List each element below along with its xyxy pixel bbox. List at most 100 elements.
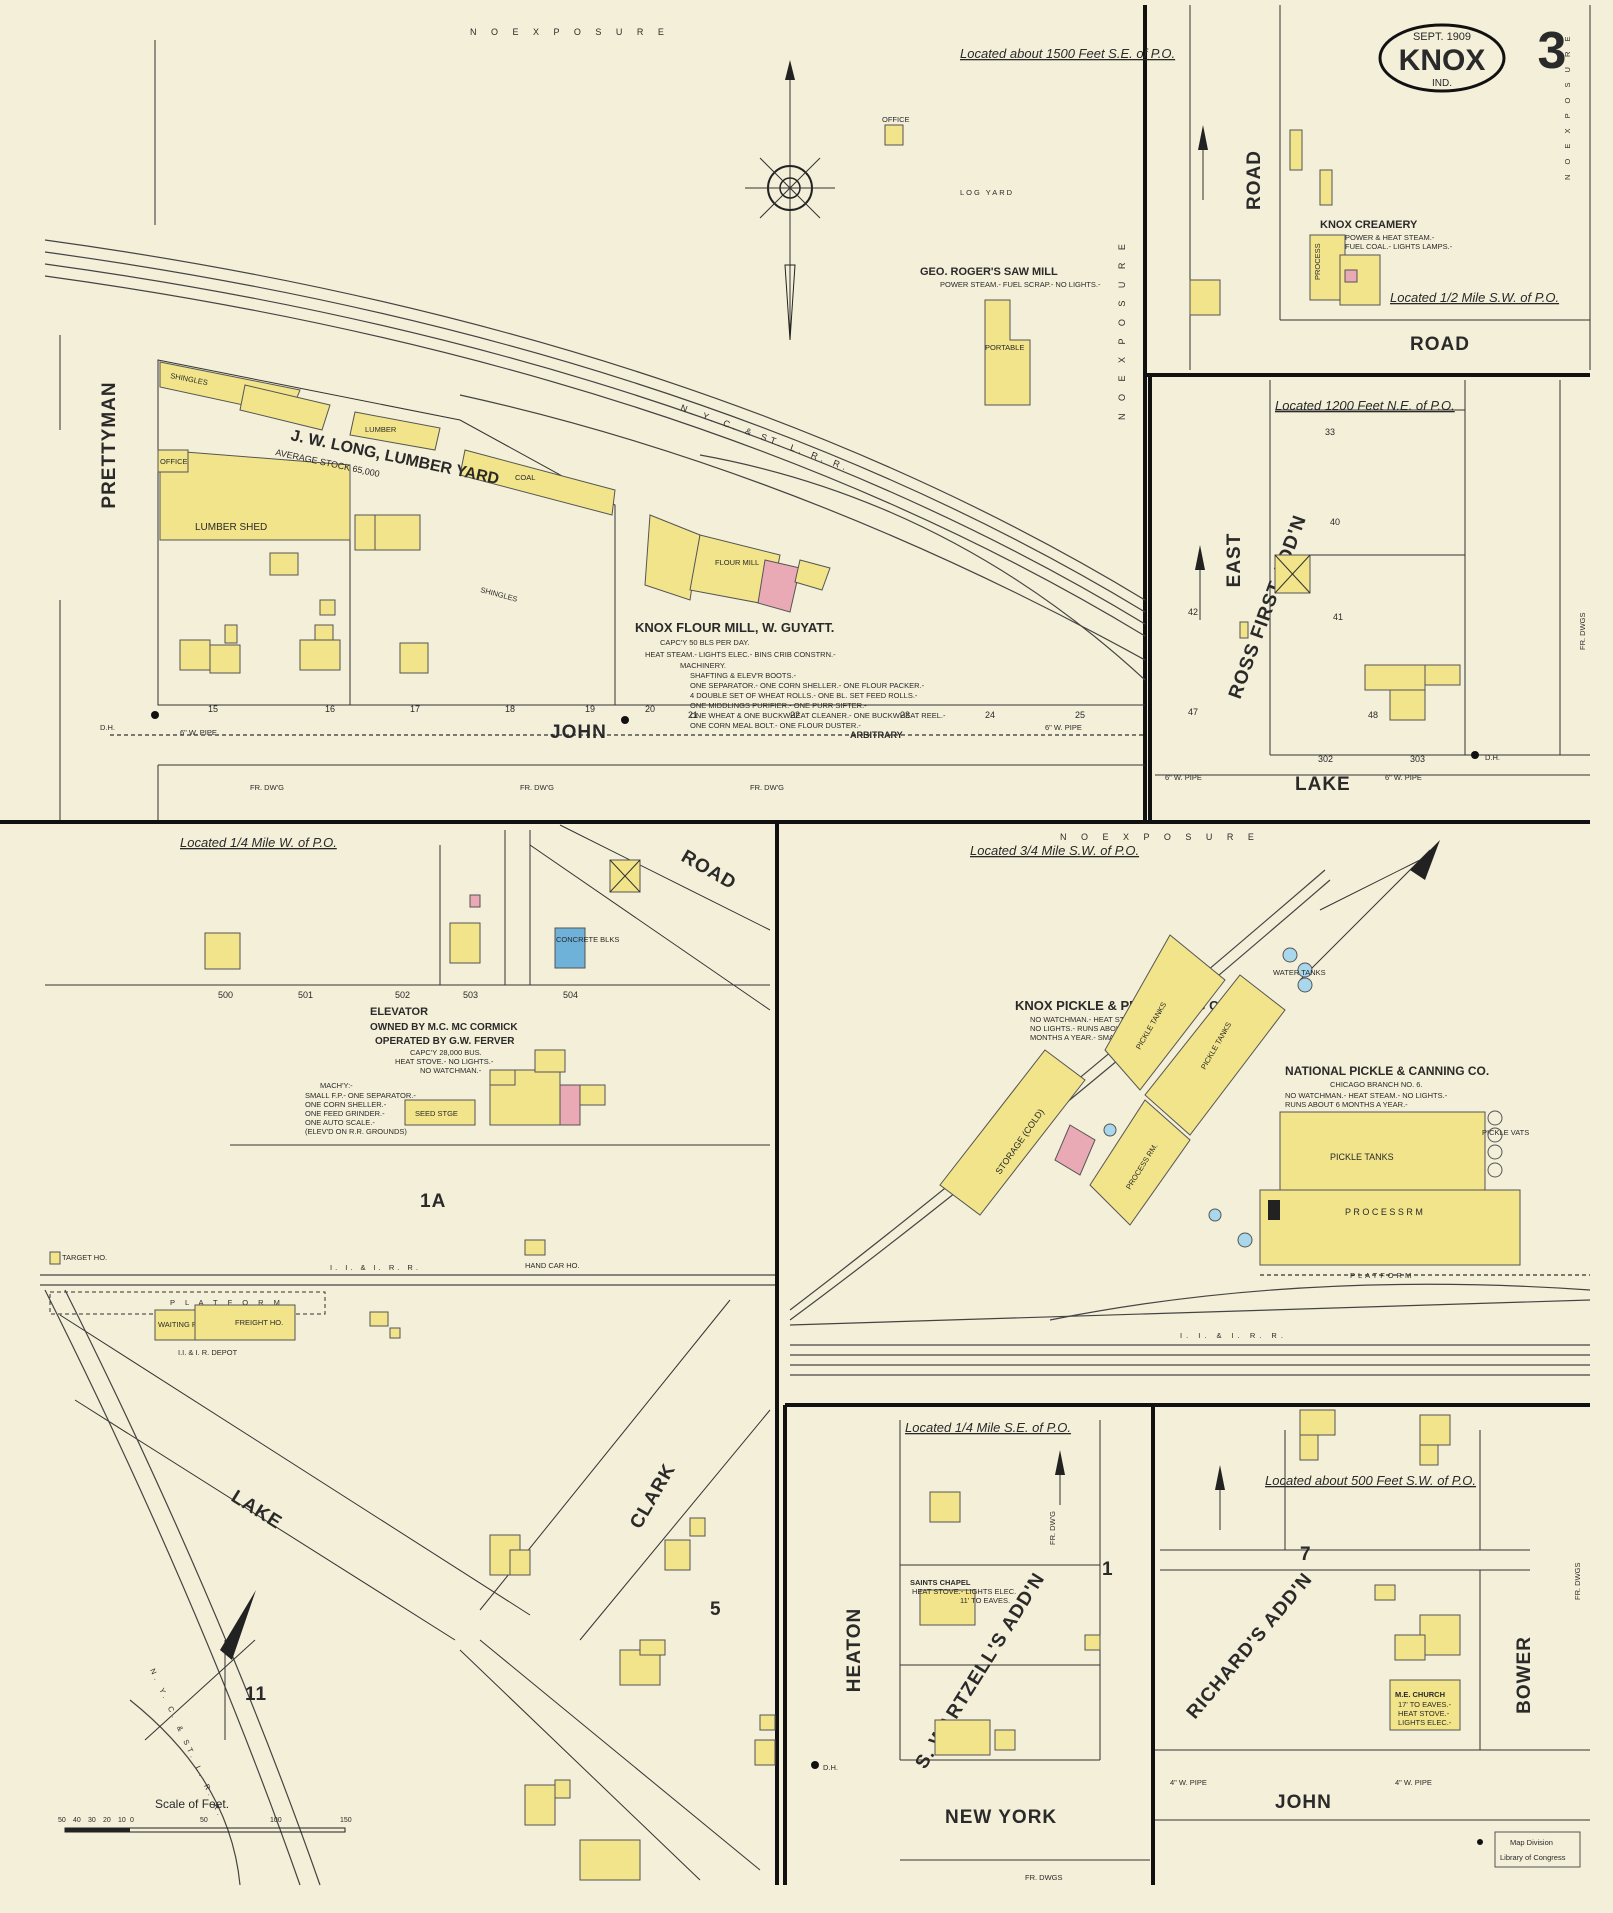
- waiting-room: [154, 1309, 196, 1341]
- knox-pickle-boiler: [1054, 1124, 1096, 1176]
- lot-number: 19: [585, 704, 595, 714]
- dwelling: [224, 624, 238, 644]
- svg-text:OFFICE: OFFICE: [160, 457, 188, 466]
- rr-label-top: N. Y. C. & ST. L. R. R.: [679, 402, 851, 473]
- scale-tick-label: 50: [58, 1817, 66, 1824]
- shed: [1374, 1584, 1396, 1601]
- hand-car-house: [524, 1239, 546, 1256]
- elevator-annex: [579, 1084, 606, 1106]
- svg-text:NO LIGHTS.- RUNS ABOUT 6: NO LIGHTS.- RUNS ABOUT 6: [1030, 1024, 1132, 1033]
- lot-number: 23: [900, 710, 910, 720]
- flour-mill-coal: [794, 559, 831, 591]
- svg-text:17' TO EAVES.-: 17' TO EAVES.-: [1398, 1700, 1452, 1709]
- dwelling: [449, 922, 481, 964]
- dwelling: [664, 1539, 691, 1571]
- svg-text:ONE AUTO SCALE.-: ONE AUTO SCALE.-: [305, 1118, 375, 1127]
- svg-text:N O E X P O S U R E: N O E X P O S U R E: [1117, 239, 1127, 420]
- location-note-mid-left: Located 1/4 Mile W. of P.O.: [180, 835, 337, 850]
- svg-text:FR. DW'G: FR. DW'G: [750, 783, 784, 792]
- svg-text:(ELEV'D ON R.R. GROUNDS): (ELEV'D ON R.R. GROUNDS): [305, 1127, 407, 1136]
- location-note-top-left: Located about 1500 Feet S.E. of P.O.: [960, 46, 1175, 61]
- saw-mill-office: [884, 124, 904, 146]
- knox-pickle-tanks-2: [1144, 974, 1286, 1136]
- scale-tick-label: 50: [200, 1817, 208, 1824]
- dwelling: [639, 1639, 666, 1656]
- lot-number: 22: [790, 710, 800, 720]
- lot-number: 302: [1318, 754, 1333, 764]
- dwelling: [1364, 664, 1426, 691]
- national-process-room: [1259, 1189, 1521, 1266]
- svg-text:N O E X P O S U R E: N O E X P O S U R E: [1563, 32, 1572, 180]
- lot-number: 40: [1330, 517, 1340, 527]
- svg-text:CHICAGO BRANCH NO. 6.: CHICAGO BRANCH NO. 6.: [1330, 1080, 1423, 1089]
- dwelling: [1299, 1434, 1319, 1461]
- svg-text:CONCRETE BLKS: CONCRETE BLKS: [556, 935, 619, 944]
- location-note-mid-right: Located 3/4 Mile S.W. of P.O.: [970, 843, 1139, 858]
- svg-text:LOG YARD: LOG YARD: [960, 188, 1014, 197]
- svg-text:CAPC'Y 50 BLS PER DAY.: CAPC'Y 50 BLS PER DAY.: [660, 638, 749, 647]
- svg-text:NO WATCHMAN.-: NO WATCHMAN.-: [420, 1066, 482, 1075]
- dwelling: [1424, 664, 1461, 686]
- svg-text:FUEL COAL.- LIGHTS LAMPS.-: FUEL COAL.- LIGHTS LAMPS.-: [1345, 242, 1453, 251]
- panel-bottom-right: Located about 500 Feet S.W. of P.O. 7 RI…: [1155, 1409, 1590, 1868]
- street-lake-ne: LAKE: [1295, 774, 1351, 795]
- svg-text:HEAT STEAM.- LIGHTS ELEC.- BIN: HEAT STEAM.- LIGHTS ELEC.- BINS CRIB CON…: [645, 650, 836, 659]
- location-note-ne-mid: Located 1200 Feet N.E. of P.O.: [1275, 398, 1455, 413]
- svg-text:ONE SEPARATOR.- ONE CORN SHELL: ONE SEPARATOR.- ONE CORN SHELLER.- ONE F…: [690, 681, 925, 690]
- street-road-ne-2: ROAD: [1410, 334, 1470, 355]
- block-1: 1: [1102, 1559, 1114, 1580]
- location-note-bottom-right: Located about 500 Feet S.W. of P.O.: [1265, 1473, 1476, 1488]
- panel-bottom-mid: Located 1/4 Mile S.E. of P.O. HEATON NEW…: [811, 1420, 1150, 1882]
- sheet-town: KNOX: [1399, 44, 1486, 77]
- panel-ne-top: ROAD ROAD PROCESS KNOX CREAMERY POWER & …: [1189, 5, 1591, 370]
- svg-text:11' TO EAVES.: 11' TO EAVES.: [960, 1596, 1010, 1605]
- svg-text:LUMBER: LUMBER: [365, 425, 397, 434]
- svg-text:FR. DWGS: FR. DWGS: [1578, 613, 1587, 651]
- svg-text:MACH'Y:-: MACH'Y:-: [320, 1081, 353, 1090]
- svg-text:ONE MIDDLINGS PURIFIER.- ONE P: ONE MIDDLINGS PURIFIER.- ONE PURR SIFTER…: [690, 701, 867, 710]
- platform: [489, 1069, 516, 1086]
- sheet-state: IND.: [1432, 78, 1452, 89]
- block-5: 5: [710, 1599, 722, 1620]
- dwelling: [579, 1839, 641, 1881]
- svg-text:FR. DW'G: FR. DW'G: [250, 783, 284, 792]
- shed: [1239, 621, 1249, 639]
- lot-number: 24: [985, 710, 995, 720]
- lot-number: 15: [208, 704, 218, 714]
- svg-text:POWER & HEAT STEAM.-: POWER & HEAT STEAM.-: [1345, 233, 1435, 242]
- lot-number: 33: [1325, 427, 1335, 437]
- dwelling: [399, 642, 429, 674]
- lot-number: 16: [325, 704, 335, 714]
- svg-text:6" W. PIPE: 6" W. PIPE: [1165, 773, 1202, 782]
- dwelling: [1189, 279, 1221, 316]
- svg-text:OPERATED BY G.W. FERVER: OPERATED BY G.W. FERVER: [375, 1036, 515, 1047]
- svg-text:WAITING RM.: WAITING RM.: [158, 1320, 206, 1329]
- svg-text:D.H.: D.H.: [823, 1763, 838, 1772]
- elevator-boiler: [559, 1084, 581, 1126]
- shed: [554, 1779, 571, 1799]
- svg-text:TARGET HO.: TARGET HO.: [62, 1253, 107, 1262]
- svg-text:6" W. PIPE: 6" W. PIPE: [1385, 773, 1422, 782]
- street-lake-sw: LAKE: [227, 1486, 285, 1533]
- shed: [389, 1327, 401, 1339]
- svg-text:4" W. PIPE: 4" W. PIPE: [1170, 1778, 1207, 1787]
- sheet-title-cartouche: SEPT. 1909 KNOX IND. 3: [1378, 22, 1566, 93]
- dwelling: [524, 1784, 556, 1826]
- svg-text:ONE FEED GRINDER.-: ONE FEED GRINDER.-: [305, 1109, 385, 1118]
- street-heaton: HEATON: [844, 1608, 865, 1692]
- svg-text:PROCESS: PROCESS: [1313, 243, 1322, 280]
- creamery-title: KNOX CREAMERY: [1320, 219, 1418, 231]
- svg-text:PORTABLE: PORTABLE: [985, 343, 1024, 352]
- svg-text:NO WATCHMAN.- HEAT STEAM.- NO: NO WATCHMAN.- HEAT STEAM.- NO LIGHTS.-: [1285, 1091, 1448, 1100]
- dwelling: [209, 644, 241, 674]
- knox-pickle-process-room: [1089, 1099, 1191, 1226]
- svg-text:OWNED BY M.C. MC CORMICK: OWNED BY M.C. MC CORMICK: [370, 1022, 518, 1033]
- office-building: [157, 449, 189, 473]
- flour-mill-warehouse: [644, 514, 701, 601]
- saints-chapel: [919, 1589, 976, 1626]
- street-road-ne-1: ROAD: [1244, 150, 1265, 210]
- svg-text:N O E X P O S U R E: N O E X P O S U R E: [1060, 832, 1260, 842]
- street-clark: CLARK: [626, 1460, 680, 1532]
- svg-text:ONE WHEAT & ONE BUCKWHEAT CLEA: ONE WHEAT & ONE BUCKWHEAT CLEANER.- ONE …: [690, 711, 946, 720]
